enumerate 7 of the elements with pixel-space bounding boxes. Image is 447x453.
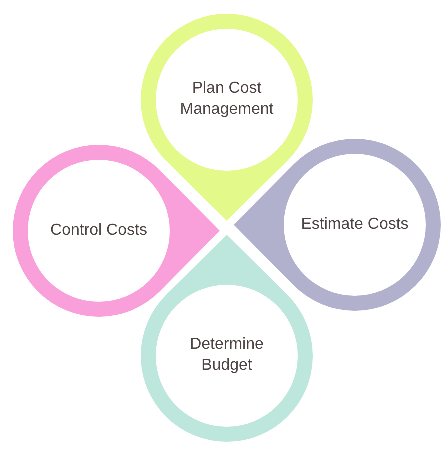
node-label: Plan Cost Management: [179, 79, 275, 120]
teardrop-ring: [141, 235, 313, 442]
node-label: Control Costs: [50, 220, 148, 240]
node-label: Determine Budget: [189, 335, 265, 376]
node-label: Estimate Costs: [300, 214, 410, 234]
teardrop-ring: [13, 145, 220, 317]
teardrop-ring: [234, 139, 441, 311]
